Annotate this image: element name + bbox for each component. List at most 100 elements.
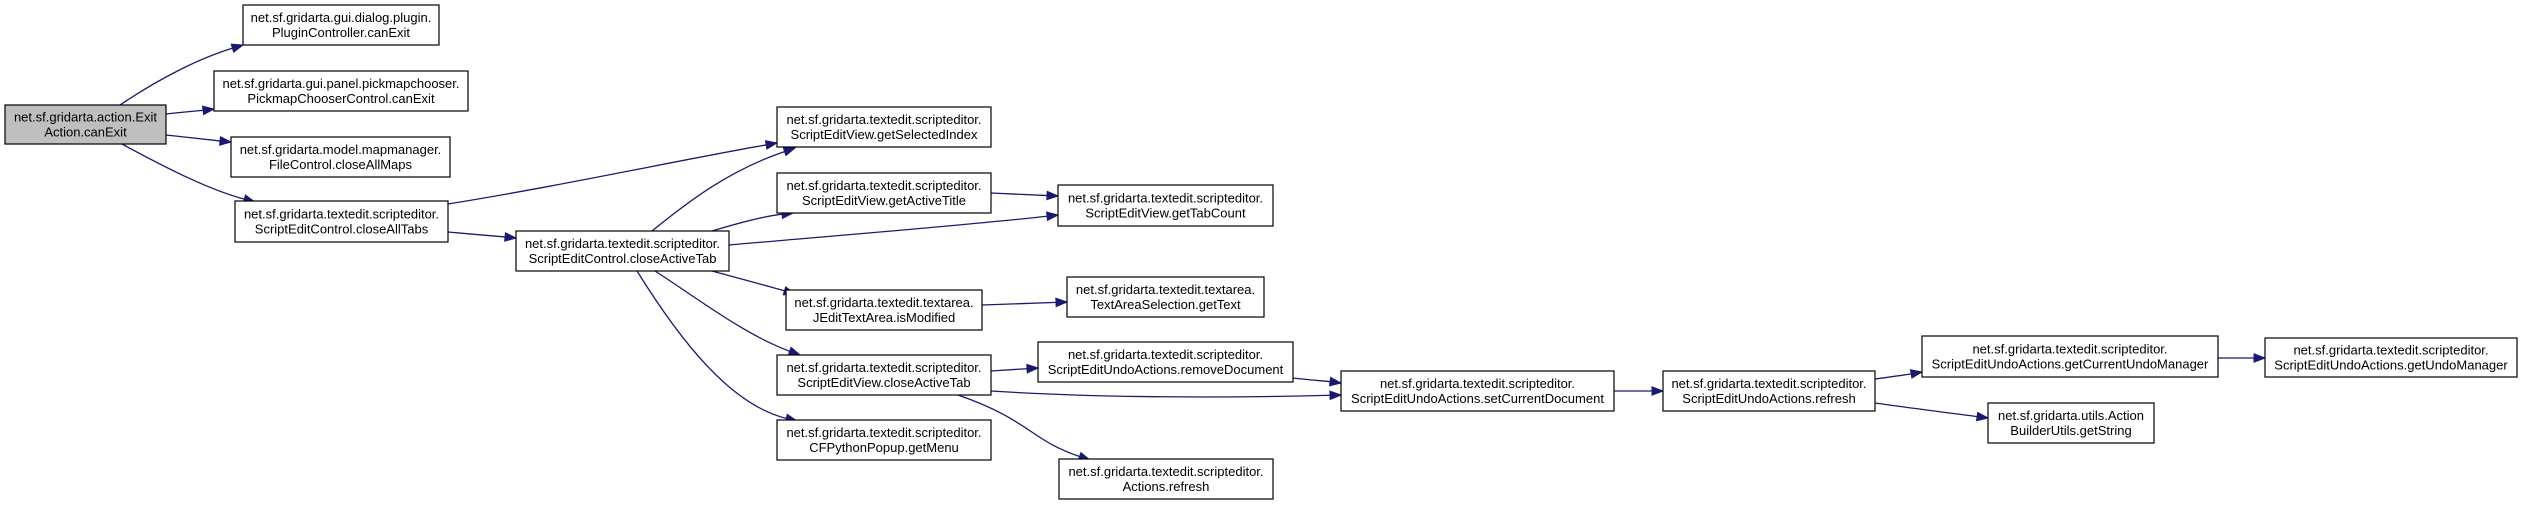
node-method-label: ScriptEditUndoActions.removeDocument	[1048, 362, 1284, 377]
edge-undoRefresh-to-getString	[1874, 402, 1990, 422]
edge-line	[981, 301, 1058, 306]
edge-getActiveTitle-to-getTabCount	[990, 190, 1060, 201]
edge-line	[165, 109, 205, 115]
node-removeDocument[interactable]: net.sf.gridarta.textedit.scripteditor.Sc…	[1037, 341, 1294, 383]
edge-line	[990, 390, 1332, 398]
arrowhead-icon	[219, 136, 233, 146]
node-pickmapCanExit[interactable]: net.sf.gridarta.gui.panel.pickmapchooser…	[213, 70, 469, 112]
arrowhead-icon	[1055, 297, 1069, 308]
edge-closeAllTabs-to-getSelectedIndex	[447, 140, 779, 205]
node-box	[242, 4, 440, 46]
node-package-label: net.sf.gridarta.textedit.scripteditor.	[2293, 343, 2488, 358]
node-method-label: FileControl.closeAllMaps	[269, 157, 413, 172]
arrowhead-icon	[504, 232, 518, 242]
node-getSelectedIndex[interactable]: net.sf.gridarta.textedit.scripteditor.Sc…	[776, 106, 992, 148]
node-box	[785, 289, 983, 331]
node-package-label: net.sf.gridarta.utils.Action	[1998, 408, 2144, 423]
edge-closeAllTabs-to-ctrlCloseActiveTab	[447, 231, 518, 242]
node-package-label: net.sf.gridarta.gui.panel.pickmapchooser…	[222, 76, 459, 91]
node-ctrlCloseActiveTab[interactable]: net.sf.gridarta.textedit.scripteditor.Sc…	[515, 230, 730, 272]
node-package-label: net.sf.gridarta.textedit.scripteditor.	[244, 207, 439, 222]
arrowhead-icon	[782, 147, 797, 157]
edge-line	[1874, 402, 1979, 418]
edge-line	[711, 213, 784, 232]
node-method-label: BuilderUtils.getString	[2010, 423, 2131, 438]
node-getText[interactable]: net.sf.gridarta.textedit.textarea.TextAr…	[1066, 276, 1265, 318]
arrowhead-icon	[1328, 376, 1343, 387]
node-method-label: ScriptEditView.closeActiveTab	[797, 375, 970, 390]
node-package-label: net.sf.gridarta.textedit.scripteditor.	[1972, 342, 2167, 357]
node-package-label: net.sf.gridarta.textedit.scripteditor.	[786, 360, 981, 375]
node-package-label: net.sf.gridarta.textedit.scripteditor.	[1068, 191, 1263, 206]
node-box	[213, 70, 469, 112]
arrowhead-icon	[1975, 411, 1990, 422]
node-method-label: ScriptEditControl.closeAllTabs	[255, 222, 429, 237]
edge-line	[447, 231, 507, 238]
edge-line	[711, 270, 786, 292]
node-package-label: net.sf.gridarta.textedit.scripteditor.	[786, 112, 981, 127]
arrowhead-icon	[201, 105, 216, 116]
arrowhead-icon	[764, 140, 779, 150]
arrowhead-icon	[1329, 390, 1343, 401]
edge-undoRefresh-to-getCurrentUndoManager	[1874, 369, 1924, 380]
node-method-label: CFPythonPopup.getMenu	[809, 440, 959, 455]
node-method-label: JEditTextArea.isModified	[813, 310, 955, 325]
node-getString[interactable]: net.sf.gridarta.utils.ActionBuilderUtils…	[1987, 402, 2155, 444]
arrowhead-icon	[1046, 211, 1060, 222]
node-package-label: net.sf.gridarta.textedit.textarea.	[794, 295, 973, 310]
node-package-label: net.sf.gridarta.textedit.scripteditor.	[1068, 464, 1263, 479]
node-box	[234, 200, 449, 243]
node-setCurrentDocument[interactable]: net.sf.gridarta.textedit.scripteditor.Sc…	[1340, 370, 1615, 412]
node-package-label: net.sf.gridarta.action.Exit	[14, 110, 157, 125]
edge-viewCloseActiveTab-to-removeDocument	[990, 363, 1040, 374]
edge-viewCloseActiveTab-to-setCurrentDocument	[990, 390, 1343, 401]
arrowhead-icon	[1651, 386, 1665, 396]
arrowhead-icon	[1909, 369, 1924, 379]
node-box	[4, 104, 167, 145]
edge-line	[654, 270, 791, 353]
edge-line	[165, 134, 222, 142]
edge-ctrlCloseActiveTab-to-getSelectedIndex	[651, 147, 797, 232]
node-box	[230, 136, 451, 178]
node-box	[776, 354, 992, 396]
node-method-label: ScriptEditUndoActions.getCurrentUndoMana…	[1932, 357, 2209, 372]
node-method-label: ScriptEditView.getSelectedIndex	[791, 127, 978, 142]
node-getUndoManager[interactable]: net.sf.gridarta.textedit.scripteditor.Sc…	[2264, 337, 2518, 378]
node-actionsRefresh[interactable]: net.sf.gridarta.textedit.scripteditor.Ac…	[1058, 458, 1274, 500]
node-method-label: PickmapChooserControl.canExit	[247, 91, 435, 106]
edge-root-to-closeAllMaps	[165, 134, 233, 146]
node-box	[1037, 341, 1294, 383]
node-box	[515, 230, 730, 272]
arrowhead-icon	[1046, 190, 1060, 201]
edge-isModified-to-getText	[981, 297, 1069, 308]
edge-line	[990, 367, 1029, 372]
edge-ctrlCloseActiveTab-to-isModified	[711, 270, 797, 296]
edge-line	[636, 270, 788, 420]
node-getCurrentUndoManager[interactable]: net.sf.gridarta.textedit.scripteditor.Sc…	[1921, 335, 2219, 378]
node-isModified[interactable]: net.sf.gridarta.textedit.textarea.JEditT…	[785, 289, 983, 331]
node-method-label: ScriptEditUndoActions.setCurrentDocument	[1351, 391, 1604, 406]
node-package-label: net.sf.gridarta.textedit.scripteditor.	[1380, 376, 1575, 391]
node-method-label: Action.canExit	[44, 125, 127, 140]
node-package-label: net.sf.gridarta.gui.dialog.plugin.	[251, 10, 432, 25]
arrowhead-icon	[1026, 363, 1040, 374]
node-box	[1662, 370, 1876, 412]
node-method-label: ScriptEditUndoActions.refresh	[1682, 391, 1855, 406]
node-box	[1057, 184, 1274, 227]
node-package-label: net.sf.gridarta.textedit.textarea.	[1076, 282, 1255, 297]
edge-line	[990, 192, 1049, 197]
node-package-label: net.sf.gridarta.textedit.scripteditor.	[786, 425, 981, 440]
node-method-label: ScriptEditControl.closeActiveTab	[529, 251, 717, 266]
nodes-layer: net.sf.gridarta.action.ExitAction.canExi…	[4, 4, 2518, 500]
node-getMenu[interactable]: net.sf.gridarta.textedit.scripteditor.CF…	[776, 419, 992, 461]
edge-line	[651, 150, 786, 232]
arrowhead-icon	[230, 43, 245, 54]
edge-getCurrentUndoManager-to-getUndoManager	[2218, 353, 2267, 363]
node-closeAllMaps[interactable]: net.sf.gridarta.model.mapmanager.FileCon…	[230, 136, 451, 178]
node-getActiveTitle[interactable]: net.sf.gridarta.textedit.scripteditor.Sc…	[776, 172, 992, 214]
node-pluginCanExit[interactable]: net.sf.gridarta.gui.dialog.plugin.Plugin…	[242, 4, 440, 46]
node-viewCloseActiveTab[interactable]: net.sf.gridarta.textedit.scripteditor.Sc…	[776, 354, 992, 396]
node-closeAllTabs[interactable]: net.sf.gridarta.textedit.scripteditor.Sc…	[234, 200, 449, 243]
node-undoRefresh[interactable]: net.sf.gridarta.textedit.scripteditor.Sc…	[1662, 370, 1876, 412]
node-getTabCount[interactable]: net.sf.gridarta.textedit.scripteditor.Sc…	[1057, 184, 1274, 227]
